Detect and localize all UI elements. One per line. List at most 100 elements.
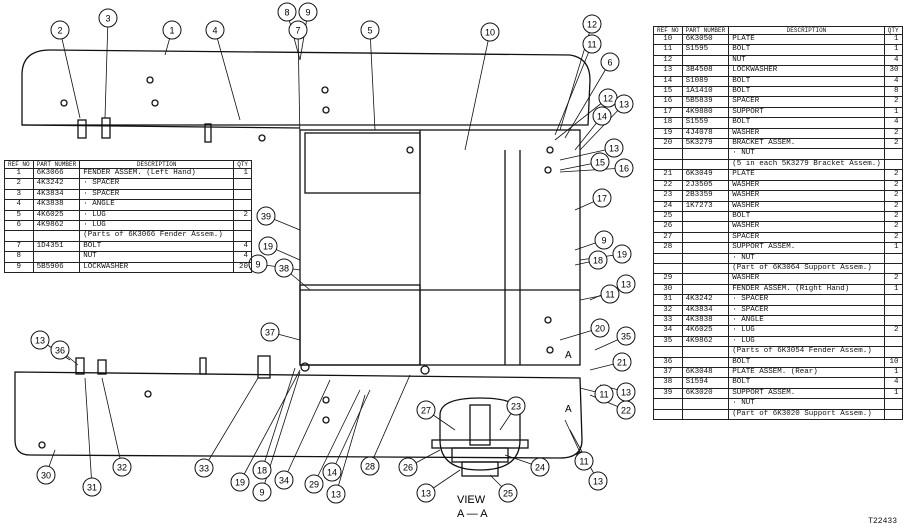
part-number-cell: S1595 [681,44,730,56]
qty-cell [883,398,903,410]
ref-no-cell: 13 [653,65,683,77]
part-number-cell [681,252,730,264]
description-cell: SUPPORT ASSEM. [728,387,885,400]
callout-balloon: 18 [252,460,272,480]
description-cell: · ANGLE [728,314,885,327]
part-number-cell: S1594 [681,377,730,389]
description-cell: (Part of 6K3020 Support Assem.) [728,408,885,421]
callout-label: 11 [605,290,614,300]
qty-cell [883,408,903,421]
callout-balloon: 15 [590,152,610,172]
callout-circle [277,2,297,22]
ref-no-cell: 5 [4,209,34,222]
qty-cell: 4 [883,377,903,389]
header-description: DESCRIPTION [79,160,235,169]
callout-label: 19 [235,478,245,488]
callout-label: 5 [367,26,372,36]
callout-leader [297,29,301,141]
callout-circle [162,20,182,40]
callout-circle [304,474,324,494]
callout-label: 13 [619,100,629,110]
callout-balloon: 19 [258,236,278,256]
callout-leader [464,31,491,151]
description-cell: · NUT [728,398,885,410]
callout-balloon: 29 [304,474,324,494]
part-number-cell: 6K3050 [681,33,730,46]
callout-label: 19 [617,250,627,260]
ref-no-cell: 29 [653,273,683,285]
callout-circle [588,471,608,491]
ref-no-cell: 16 [653,96,683,108]
description-cell: · SPACER [79,188,235,201]
right-fender [14,371,583,459]
callout-circle [82,477,102,497]
callout-circle [582,34,602,54]
header-description: DESCRIPTION [728,26,885,35]
qty-cell: 2 [883,231,903,244]
callout-circle [298,2,318,22]
description-cell: BOLT [728,377,885,389]
callout-circle [614,94,634,114]
callout-circle [252,460,272,480]
qty-cell: 1 [883,283,903,296]
callout-circle [498,483,518,503]
callout-circle [205,20,225,40]
callout-label: 9 [305,8,310,18]
callout-balloon: 11 [594,384,614,404]
view-section-label: A — A [457,508,488,520]
qty-cell: 10 [883,356,903,369]
callout-label: 13 [421,489,431,499]
callout-circle [50,20,70,40]
part-number-cell: 4K3838 [681,314,730,327]
description-cell: BOLT [728,356,885,369]
callout-label: 11 [587,40,596,50]
callout-circle [288,20,308,40]
callout-balloon: 11 [574,451,594,471]
qty-cell [883,252,903,264]
ref-no-cell [653,408,683,421]
callout-balloon: 23 [506,396,526,416]
header-ref-no: REF NO [653,26,683,35]
qty-cell: 20 [233,261,252,274]
header-part-number: PART NUMBER [32,160,81,169]
part-number-cell: 1A1410 [681,86,730,98]
qty-cell: 2 [883,273,903,285]
qty-cell: 2 [883,96,903,108]
ref-no-cell: 4 [4,199,34,211]
description-cell: BOLT [728,210,885,223]
callout-balloon: 37 [260,322,280,342]
callout-balloon: 35 [616,326,636,346]
callout-label: 13 [609,144,619,154]
ref-no-cell [653,148,683,160]
callout-leader [283,379,331,481]
callout-leader [559,167,625,173]
ref-no-cell: 27 [653,231,683,244]
description-cell: (5 in each 5K3279 Bracket Assem.) [728,158,885,171]
part-number-cell [681,221,730,233]
callout-balloon: 14 [592,106,612,126]
callout-label: 1 [169,26,174,36]
callout-circle [616,326,636,346]
table-row: (Parts of 6K3066 Fender Assem.) [4,230,252,242]
callout-circle [50,340,70,360]
ref-no-cell: 39 [653,387,683,400]
description-cell: (Parts of 6K3066 Fender Assem.) [79,230,235,242]
callout-label: 38 [279,264,289,274]
callout-circle [592,188,612,208]
part-number-cell: 4K6025 [32,209,81,222]
part-number-cell: 4K9862 [681,335,730,348]
table-row: (Parts of 6K3054 Fender Assem.) [653,346,903,358]
part-number-cell [681,273,730,285]
table-row: (Part of 6K3020 Support Assem.) [653,408,903,421]
callout-label: 10 [485,28,495,38]
part-number-cell [681,398,730,410]
